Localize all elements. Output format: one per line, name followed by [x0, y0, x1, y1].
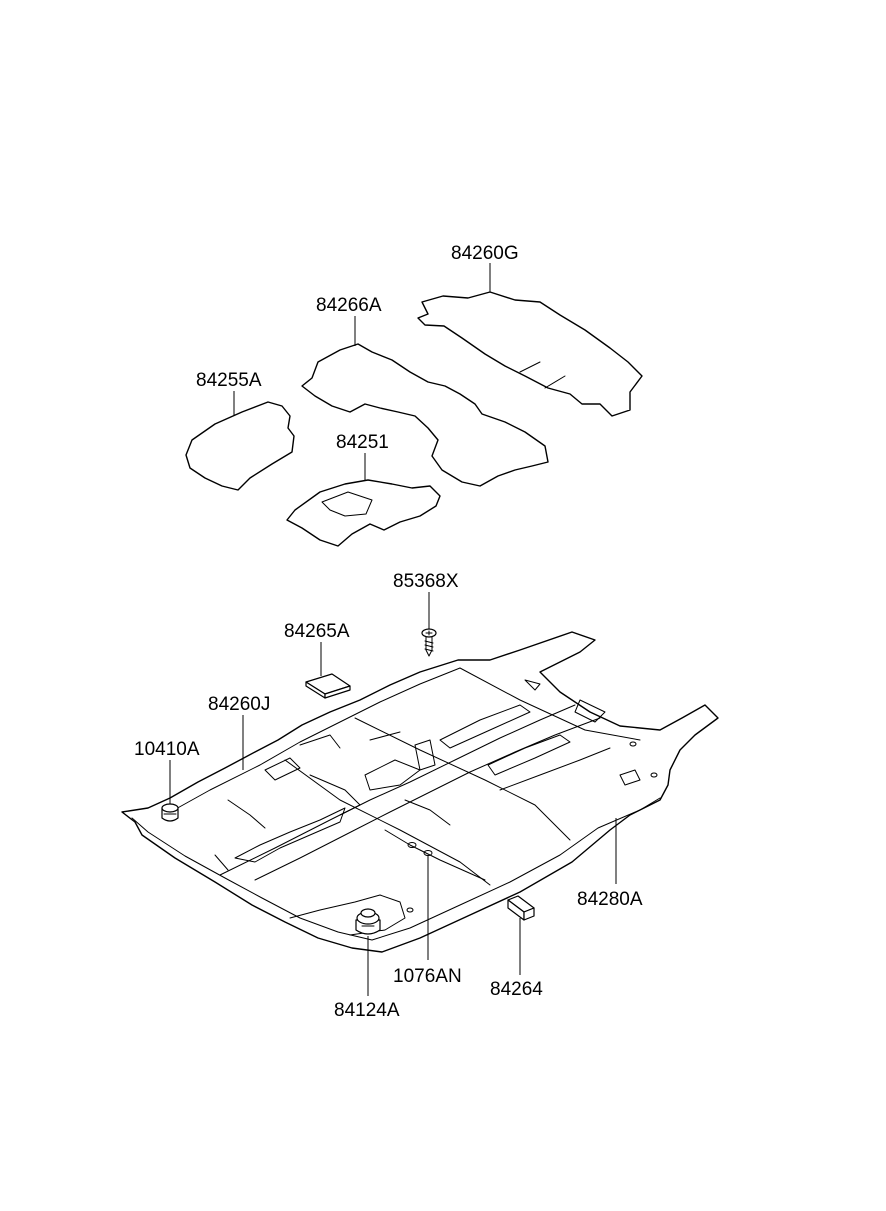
second-row-mat-84266A: [301, 343, 549, 487]
screw-85368X: [421, 628, 437, 657]
mat-84255A: [185, 401, 295, 491]
label-84266A: 84266A: [316, 295, 382, 316]
label-84280A: 84280A: [577, 889, 643, 910]
grommet-84124A: [355, 908, 381, 935]
pad-84265A: [305, 673, 351, 699]
label-84124A: 84124A: [334, 1000, 400, 1021]
label-1076AN: 1076AN: [393, 966, 462, 987]
pad-84264: [507, 895, 535, 921]
rear-mat-84260G: [417, 291, 643, 417]
label-84260J: 84260J: [208, 694, 270, 715]
label-84255A: 84255A: [196, 370, 262, 391]
floor-covering-84280A: [121, 631, 719, 953]
label-84265A: 84265A: [284, 621, 350, 642]
label-10410A: 10410A: [134, 739, 200, 760]
label-84251: 84251: [336, 432, 389, 453]
mat-84251: [286, 479, 441, 547]
label-84264: 84264: [490, 979, 543, 1000]
label-85368X: 85368X: [393, 571, 459, 592]
label-84260G: 84260G: [451, 243, 519, 264]
clip-10410A: [161, 803, 179, 822]
